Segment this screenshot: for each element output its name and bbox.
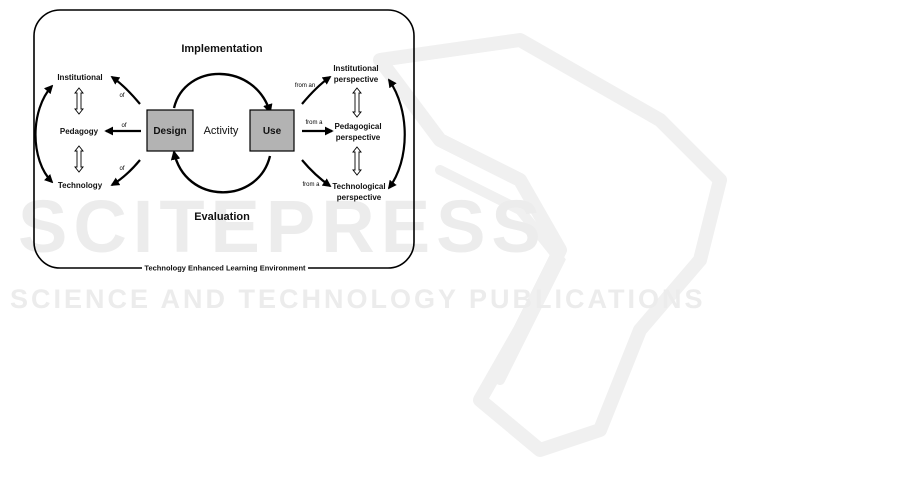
left-cycle-arrow	[36, 86, 53, 182]
right-double-arrow-top	[353, 88, 361, 117]
arrow-to-institutional	[112, 77, 140, 104]
activity-label: Activity	[204, 125, 239, 137]
connector-of-top: of	[119, 93, 124, 99]
arrow-to-institutional-perspective	[302, 77, 330, 104]
watermark: SCITEPRESS SCIENCE AND TECHNOLOGY PUBLIC…	[10, 40, 720, 450]
connector-of-bottom: of	[119, 166, 124, 172]
connector-from-a-middle: from a	[305, 120, 323, 126]
connector-from-a-bottom: from a	[302, 182, 320, 188]
implementation-arc	[174, 74, 270, 112]
design-label: Design	[153, 126, 186, 137]
watermark-sub: SCIENCE AND TECHNOLOGY PUBLICATIONS	[10, 284, 706, 314]
right-node-institutional-line1: Institutional	[333, 64, 378, 73]
left-double-arrow-bottom	[75, 146, 83, 172]
footer-label: Technology Enhanced Learning Environment	[144, 264, 306, 273]
left-node-technology: Technology	[58, 181, 103, 190]
use-label: Use	[263, 126, 282, 137]
right-node-pedagogical-line1: Pedagogical	[334, 122, 381, 131]
left-node-pedagogy: Pedagogy	[60, 127, 99, 136]
implementation-label: Implementation	[181, 43, 263, 55]
left-double-arrow-top	[75, 88, 83, 114]
right-node-technological-line2: perspective	[337, 193, 382, 202]
connector-of-middle: of	[121, 123, 126, 129]
connector-from-an: from an	[295, 83, 315, 89]
evaluation-label: Evaluation	[194, 211, 250, 223]
right-double-arrow-bottom	[353, 147, 361, 175]
right-node-technological-line1: Technological	[332, 182, 385, 191]
right-node-institutional-line2: perspective	[334, 75, 379, 84]
arrow-to-technology	[112, 160, 140, 185]
right-node-pedagogical-line2: perspective	[336, 133, 381, 142]
watermark-main: SCITEPRESS	[18, 185, 547, 268]
left-node-institutional: Institutional	[57, 73, 102, 82]
